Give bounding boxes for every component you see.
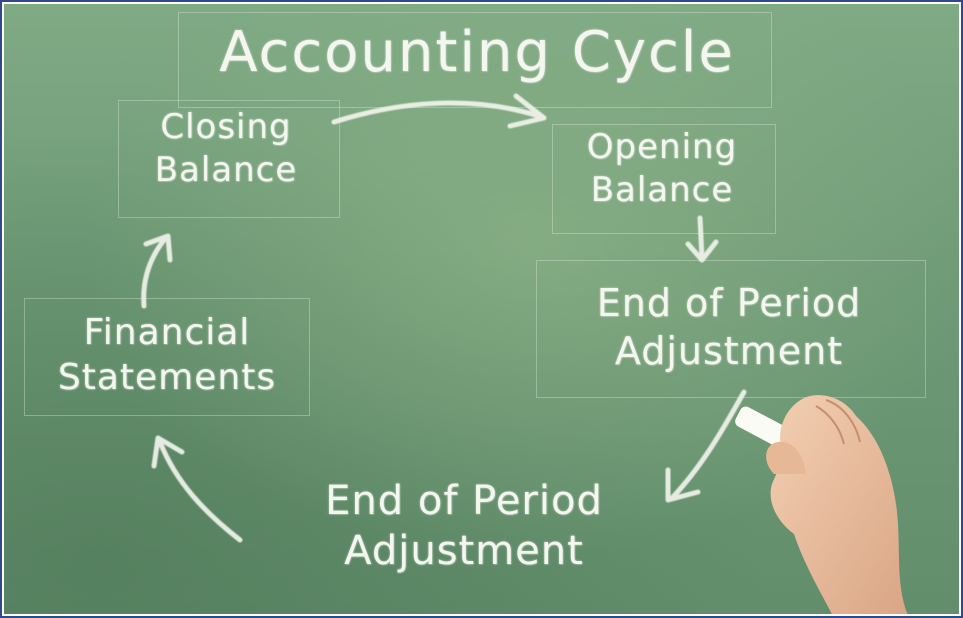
arrow-financial-to-closing bbox=[141, 237, 167, 309]
hand-holding-chalk bbox=[735, 395, 908, 614]
arrowhead-eop-top-to-eop-bottom bbox=[665, 467, 701, 503]
title-box bbox=[178, 12, 772, 108]
thumb-icon bbox=[766, 441, 806, 474]
arrowhead-opening-to-eop-top bbox=[685, 239, 719, 263]
arrowhead-financial-to-closing bbox=[143, 233, 173, 263]
node-eop-bottom-line2: Adjustment bbox=[344, 528, 584, 574]
arrow-eop-top-to-eop-bottom bbox=[669, 389, 747, 501]
arrow-eop-bottom-to-financial bbox=[157, 439, 243, 543]
node-financial-statements-line1: Financial bbox=[83, 312, 251, 353]
node-eop-bottom-line1: End of Period bbox=[325, 478, 603, 524]
hand-icon bbox=[770, 395, 908, 614]
node-opening-balance-line1: Opening bbox=[586, 127, 738, 167]
node-closing-balance-line2: Balance bbox=[154, 149, 298, 190]
node-closing-balance-line1: Closing bbox=[160, 107, 292, 147]
node-financial-statements: Financial Statements bbox=[24, 310, 310, 400]
node-financial-statements-line2: Statements bbox=[57, 357, 277, 398]
node-end-of-period-adjustment-top: End of Period Adjustment bbox=[534, 280, 924, 375]
end-of-period-adjustment-top-box bbox=[536, 260, 926, 398]
hand-illustration bbox=[735, 395, 908, 614]
diagram-title: Accounting Cycle bbox=[219, 20, 735, 85]
node-end-of-period-adjustment-bottom: End of Period Adjustment bbox=[254, 476, 674, 576]
closing-balance-box bbox=[118, 100, 340, 218]
cycle-arrows bbox=[141, 93, 747, 543]
node-closing-balance: Closing Balance bbox=[116, 106, 336, 191]
node-opening-balance-line2: Balance bbox=[590, 169, 734, 210]
node-eop-top-line1: End of Period bbox=[596, 281, 862, 325]
financial-statements-box bbox=[24, 298, 310, 416]
finger-icon bbox=[815, 399, 861, 445]
arrowhead-closing-to-opening bbox=[507, 93, 547, 129]
arrow-opening-to-eop-top bbox=[697, 215, 705, 261]
node-eop-top-line2: Adjustment bbox=[614, 328, 844, 373]
arrowhead-eop-bottom-to-financial bbox=[151, 435, 185, 469]
chalkboard: Accounting Cycle Closing Balance Opening… bbox=[4, 4, 959, 614]
node-opening-balance: Opening Balance bbox=[552, 126, 772, 211]
opening-balance-box bbox=[552, 124, 776, 234]
arrow-closing-to-opening bbox=[331, 100, 542, 125]
